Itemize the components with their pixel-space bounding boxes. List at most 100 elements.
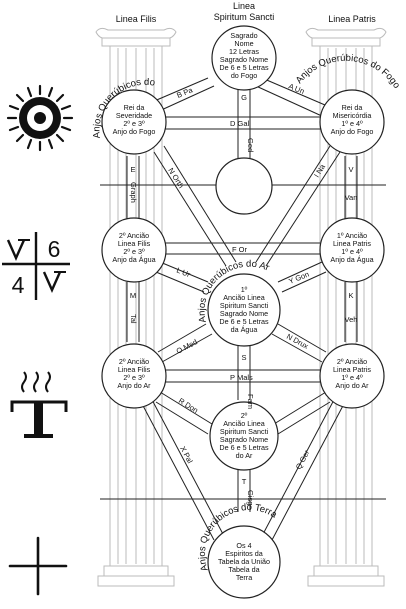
svg-text:Anjo do Ar: Anjo do Ar <box>117 381 151 390</box>
node-low-center-text: 2º Ancião Linea Spiritum Sancti Sagrado … <box>219 411 269 460</box>
svg-text:2º e 3º: 2º e 3º <box>123 119 145 128</box>
svg-text:Spiritum Sancti: Spiritum Sancti <box>220 427 269 436</box>
svg-text:do Fogo: do Fogo <box>231 71 257 80</box>
path-veh: Veh <box>345 315 358 324</box>
svg-text:Ancião Linea: Ancião Linea <box>223 293 265 302</box>
svg-text:Rei da: Rei da <box>342 103 363 112</box>
node-low-center <box>209 401 279 471</box>
water-glyph-4: 4 <box>12 272 25 298</box>
node-mid-right-text: 1º Ancião Linea Patris 1º e 4º Anjo da Á… <box>330 231 373 264</box>
svg-text:Rei da: Rei da <box>124 103 145 112</box>
path-k: K <box>348 291 353 300</box>
path-r-don: R Don <box>177 396 200 415</box>
node-bottom <box>207 525 281 599</box>
path-y-gon: Y Gon <box>287 270 310 286</box>
earth-cross-icon <box>8 536 68 596</box>
svg-text:Tabela da União: Tabela da União <box>218 557 270 566</box>
water-numerals-icon: 6 4 <box>2 232 70 300</box>
path-g: G <box>241 93 247 102</box>
node-upper-right <box>319 89 385 155</box>
node-upper-right-text: Rei da Misericórdia 1º e 4º Anjo do Fogo <box>331 103 374 136</box>
path-q-ger: Q Ger <box>294 448 312 471</box>
path-f-or: F Or <box>232 245 247 254</box>
svg-text:Anjo da Água: Anjo da Água <box>330 255 373 264</box>
svg-text:Os 4: Os 4 <box>236 541 251 550</box>
svg-text:Tabela da: Tabela da <box>228 565 259 574</box>
svg-text:1º e 4º: 1º e 4º <box>341 119 363 128</box>
svg-text:2º: 2º <box>241 411 248 420</box>
svg-text:Sagrado Nome: Sagrado Nome <box>220 309 268 318</box>
svg-text:Anjo do Fogo: Anjo do Fogo <box>113 127 156 136</box>
path-b-pa: B Pa <box>175 85 194 100</box>
svg-text:2º Ancião: 2º Ancião <box>337 357 367 366</box>
svg-text:Spiritum Sancti: Spiritum Sancti <box>220 301 269 310</box>
node-hidden <box>215 157 273 215</box>
path-v: V <box>348 165 353 174</box>
svg-text:Anjo da Água: Anjo da Água <box>112 255 155 264</box>
svg-text:Linea Filis: Linea Filis <box>118 365 151 374</box>
air-tau-icon <box>10 371 68 438</box>
path-p-mals: P Mals <box>230 373 253 382</box>
node-mid-left-text: 2º Ancião Linea Filis 2º e 3º Anjo da Ág… <box>112 231 155 264</box>
svg-text:Sagrado: Sagrado <box>230 31 257 40</box>
svg-text:De 6 e 5 Letras: De 6 e 5 Letras <box>219 317 269 326</box>
water-glyph-6: 6 <box>48 236 61 262</box>
node-low-right <box>319 343 385 409</box>
path-t: T <box>242 477 247 486</box>
path-fam: Fam <box>246 394 255 409</box>
spirit-sun-icon <box>6 84 74 152</box>
node-upper-left-text: Rei da Severidade 2º e 3º Anjo do Fogo <box>113 103 156 136</box>
svg-text:Ancião Linea: Ancião Linea <box>223 419 265 428</box>
svg-text:do Ar: do Ar <box>236 451 253 460</box>
node-low-right-text: 2º Ancião Linea Patris 1º e 4º Anjo do A… <box>333 357 371 390</box>
svg-text:Linea Patris: Linea Patris <box>333 365 371 374</box>
node-mid-right <box>319 217 385 283</box>
svg-text:2º e 3º: 2º e 3º <box>123 373 145 382</box>
path-l-ur: L Ur <box>175 266 192 280</box>
svg-text:Sagrado Nome: Sagrado Nome <box>220 55 268 64</box>
node-labels: Sagrado Nome 12 Letras Sagrado Nome De 6… <box>112 31 373 582</box>
svg-text:Espiritos da: Espiritos da <box>225 549 263 558</box>
node-mid-left <box>101 217 167 283</box>
path-n-orth: N Orth <box>166 166 185 190</box>
path-graph: Graph <box>129 182 138 203</box>
path-e: E <box>130 165 135 174</box>
svg-text:Sagrado Nome: Sagrado Nome <box>220 435 268 444</box>
svg-text:De 6 e 5 Letras: De 6 e 5 Letras <box>219 443 269 452</box>
path-van: Van <box>345 193 358 202</box>
column-center-title-2: Spiritum Sancti <box>214 12 275 22</box>
svg-text:Nome: Nome <box>234 39 253 48</box>
svg-text:Linea Filis: Linea Filis <box>118 239 151 248</box>
svg-text:Anjo do Fogo: Anjo do Fogo <box>331 127 374 136</box>
svg-text:da Água: da Água <box>231 325 258 334</box>
column-center-title-1: Linea <box>233 1 255 11</box>
svg-text:Anjo do Ar: Anjo do Ar <box>335 381 369 390</box>
path-gisg: Gisg <box>246 490 255 505</box>
svg-text:2º Ancião: 2º Ancião <box>119 357 149 366</box>
path-ged: Ged <box>246 138 255 152</box>
column-left-title: Linea Filis <box>116 14 157 24</box>
nodes <box>101 25 385 599</box>
node-bottom-text: Os 4 Espiritos da Tabela da União Tabela… <box>218 541 270 582</box>
path-d-gal: D Gal <box>230 119 250 128</box>
column-right-title: Linea Patris <box>328 14 376 24</box>
path-m: M <box>130 291 136 300</box>
node-low-left <box>101 343 167 409</box>
node-upper-left <box>101 89 167 155</box>
svg-text:1º e 4º: 1º e 4º <box>341 373 363 382</box>
node-center-text: 1º Ancião Linea Spiritum Sancti Sagrado … <box>219 285 269 334</box>
svg-text:1º e 4º: 1º e 4º <box>341 247 363 256</box>
path-s: S <box>241 353 246 362</box>
svg-text:12 Letras: 12 Letras <box>229 47 259 56</box>
svg-text:Linea Patris: Linea Patris <box>333 239 371 248</box>
svg-text:Severidade: Severidade <box>116 111 152 120</box>
node-top <box>211 25 277 91</box>
node-top-text: Sagrado Nome 12 Letras Sagrado Nome De 6… <box>219 31 269 80</box>
svg-text:Misericórdia: Misericórdia <box>333 111 372 120</box>
svg-text:2º e 3º: 2º e 3º <box>123 247 145 256</box>
svg-text:2º Ancião: 2º Ancião <box>119 231 149 240</box>
path-tal: Tal <box>129 314 138 324</box>
svg-text:De 6 e 5 Letras: De 6 e 5 Letras <box>219 63 269 72</box>
